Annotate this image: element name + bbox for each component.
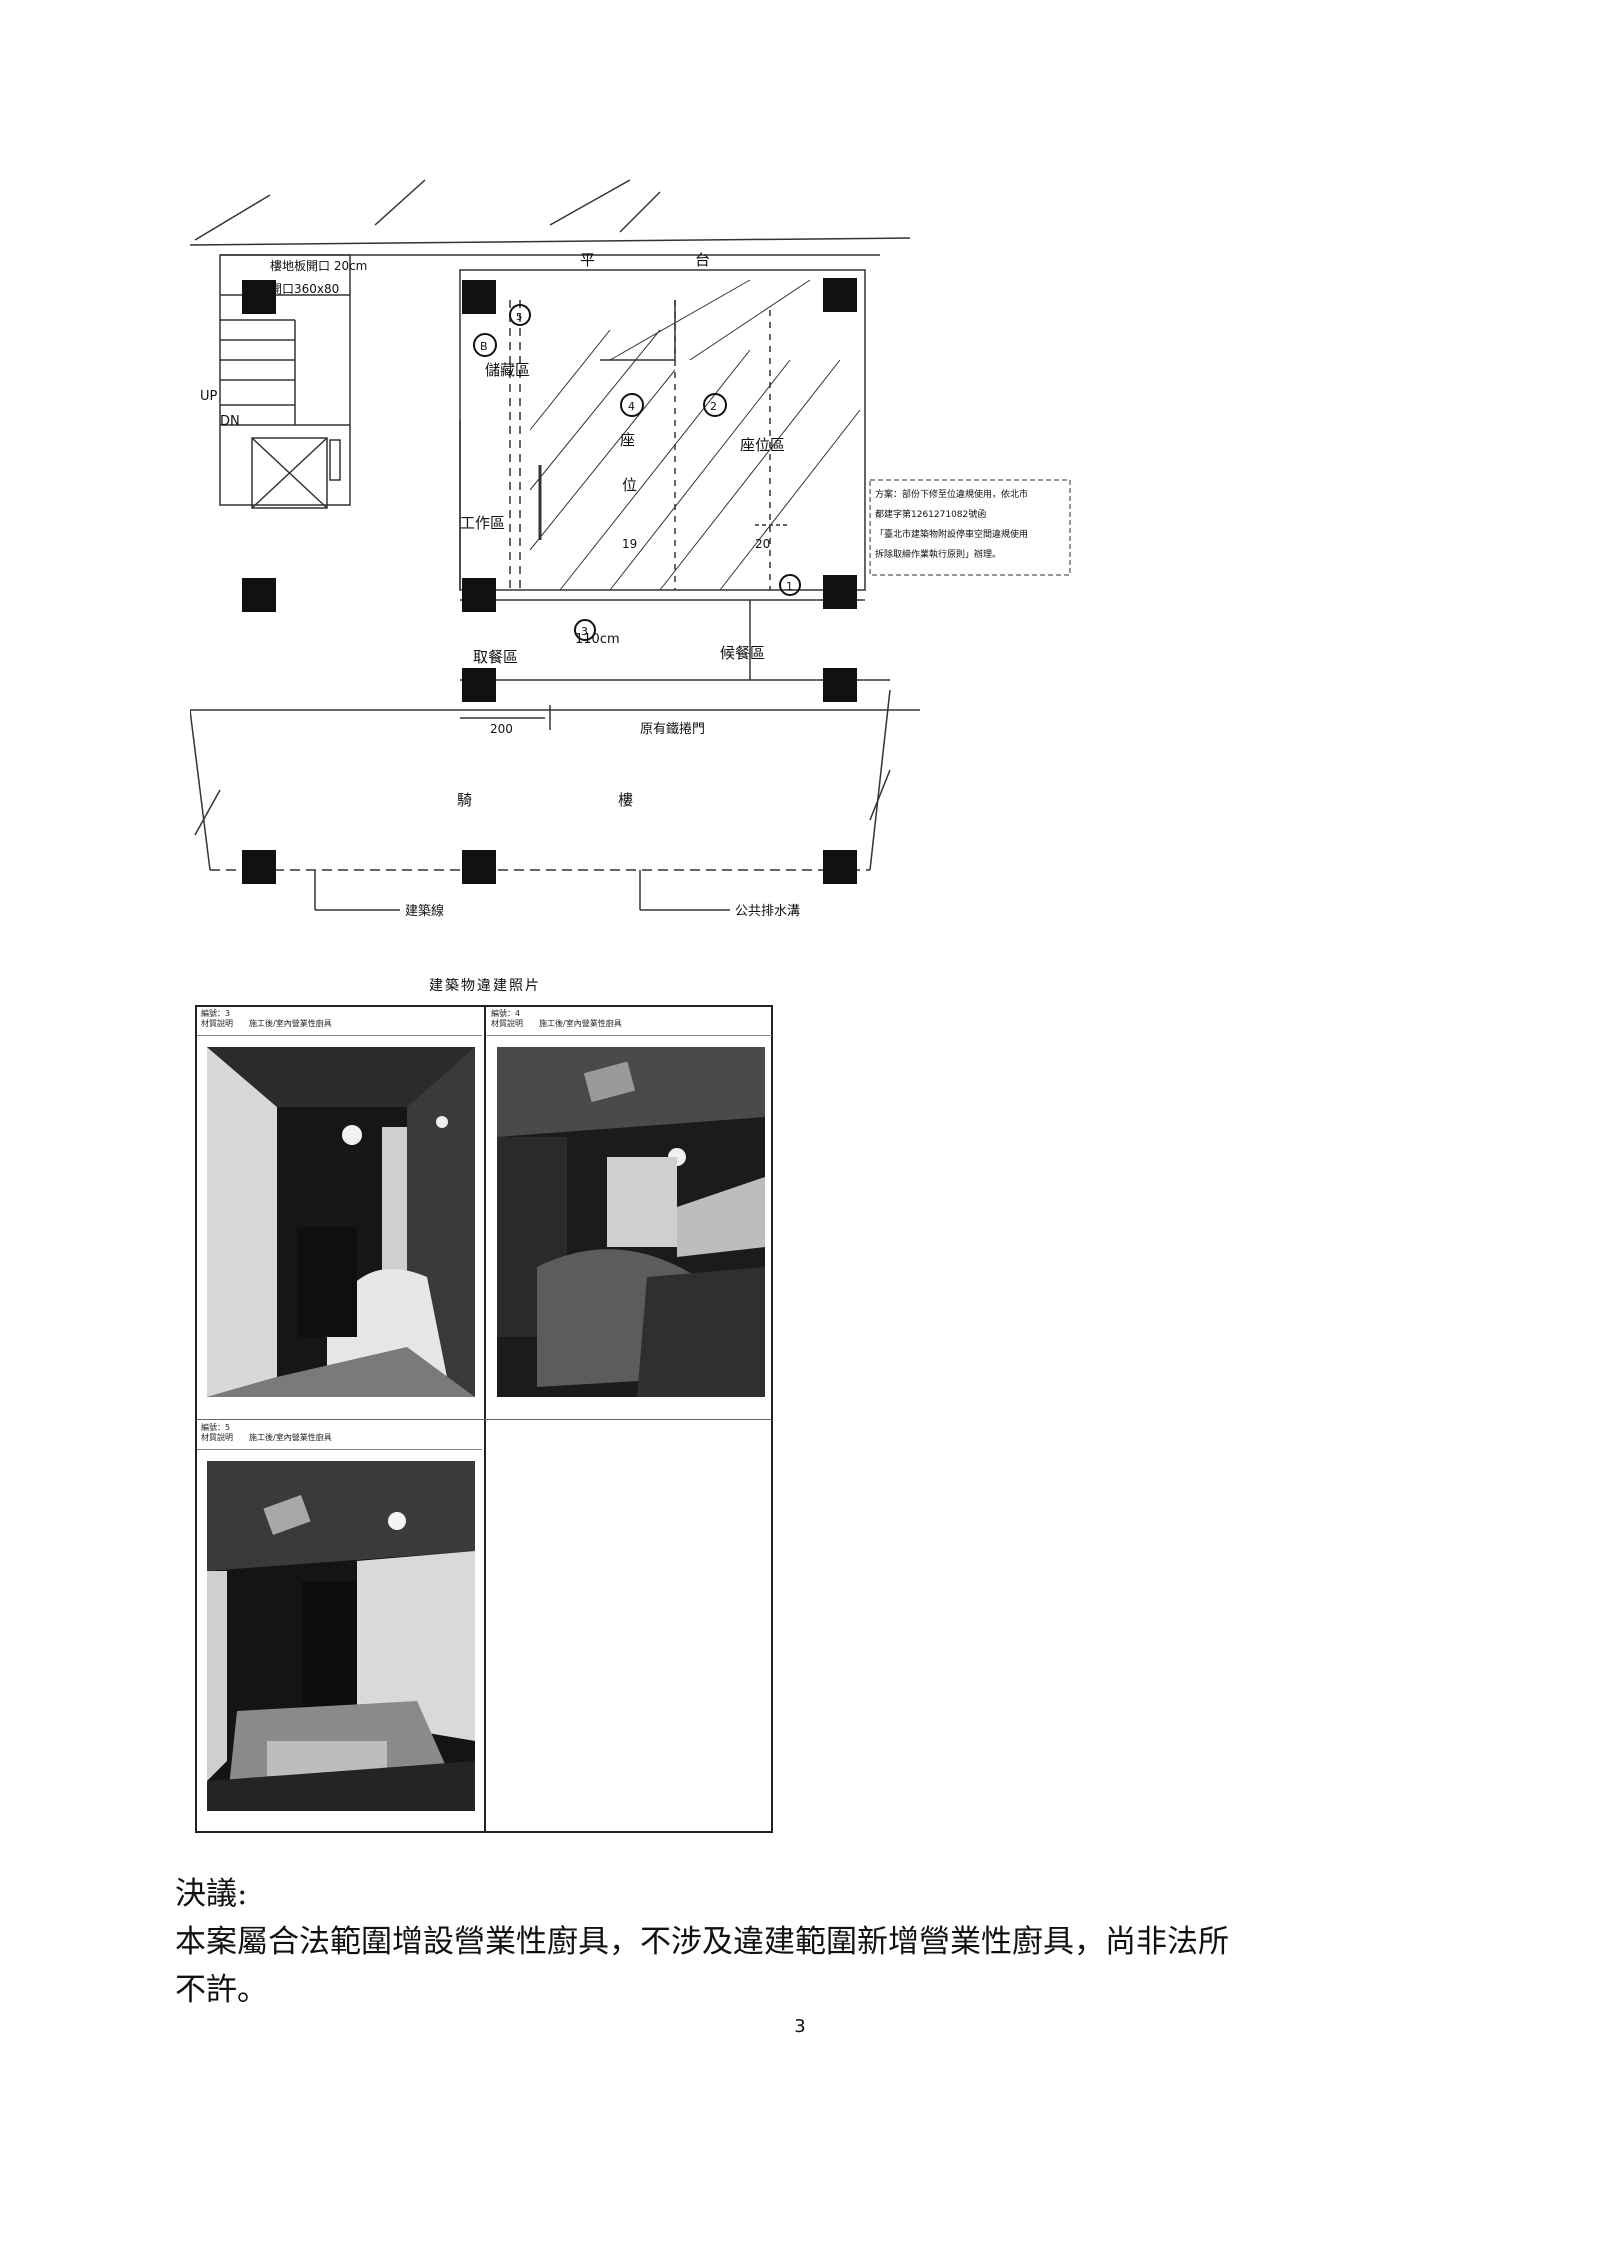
column — [242, 578, 276, 612]
floor-plan-drawing: 平 台 樓地板開口 20cm 開口360x80 UP DN B 5 4 2 3 … — [189, 179, 1071, 919]
label-storage: 儲藏區 — [485, 361, 530, 379]
interior-photo — [497, 1047, 765, 1397]
photo-number: 編號：5 — [201, 1423, 231, 1432]
photo-caption: 編號：5 材質說明 施工後/室內營業性廚具 — [201, 1423, 479, 1443]
label-width: 110cm — [575, 632, 620, 647]
column — [462, 578, 496, 612]
label-marker-b: B — [480, 340, 488, 353]
label-platform-left: 平 — [580, 251, 595, 269]
label-opening-dims: 開口360x80 — [270, 282, 339, 296]
marker-b — [473, 333, 497, 357]
label-platform-right: 台 — [695, 251, 710, 269]
markers — [473, 304, 801, 641]
label-num-20: 20 — [755, 537, 770, 551]
label-marker-5: 5 — [516, 312, 522, 323]
photo-cell: 編號：5 材質說明 施工後/室內營業性廚具 — [197, 1421, 482, 1831]
photo-caption: 編號：3 材質說明 施工後/室內營業性廚具 — [201, 1009, 479, 1029]
photo-desc-label: 材質說明 — [201, 1019, 233, 1028]
note-line-3: 「臺北市建築物附設停車空間違規使用 — [875, 528, 1028, 540]
column — [242, 850, 276, 884]
interior-photo — [207, 1461, 475, 1811]
structural-columns — [242, 278, 857, 884]
floor-plan: 平 台 樓地板開口 20cm 開口360x80 UP DN B 5 4 2 3 … — [189, 170, 1090, 960]
column — [462, 280, 496, 314]
marker-4 — [620, 393, 644, 417]
photo-sheet-title: 建築物違建照片 — [429, 978, 541, 994]
label-dining: 候餐區 — [720, 644, 765, 662]
label-marker-3: 3 — [581, 625, 588, 638]
label-seating-1: 座 — [620, 431, 635, 449]
break-line — [869, 769, 891, 821]
photo-number: 編號：3 — [201, 1009, 231, 1018]
photo-desc: 施工後/室內營業性廚具 — [249, 1433, 332, 1442]
label-pickup: 取餐區 — [473, 648, 518, 666]
photo-desc-label: 材質說明 — [201, 1433, 233, 1442]
label-seating-2: 位 — [622, 476, 637, 494]
label-opening-size: 樓地板開口 20cm — [270, 258, 367, 273]
column — [462, 668, 496, 702]
elevator-shaft — [251, 437, 328, 509]
photo-grid: 編號：3 材質說明施工後/室內營業性廚具 — [195, 1005, 773, 1833]
photo-cell: 編號：4 材質說明 施工後/室內營業性廚具 — [487, 1007, 772, 1417]
decision-section: 決議: 本案屬合法範圍增設營業性廚具，不涉及違建範圍新增營業性廚具，尚非法所 不… — [175, 1870, 1425, 2014]
note-text: 方案：部份下修至位違規使用，依北市 都建字第1261271082號函 「臺北市建… — [875, 488, 1028, 560]
break-line — [194, 789, 221, 836]
decision-line: 本案屬合法範圍增設營業性廚具，不涉及違建範圍新增營業性廚具，尚非法所 — [175, 1924, 1229, 1960]
photo-caption: 編號：4 材質說明 施工後/室內營業性廚具 — [491, 1009, 769, 1029]
label-building-line: 建築線 — [405, 903, 444, 919]
break-line — [549, 179, 631, 226]
label-marker-1: 1 — [786, 580, 793, 593]
photo-desc-label: 材質說明 — [491, 1019, 523, 1028]
note-line-4: 拆除取締作業執行原則」辦理。 — [875, 548, 1001, 560]
note-line-2: 都建字第1261271082號函 — [875, 508, 986, 520]
page-number: 3 — [794, 2016, 806, 2037]
column — [823, 668, 857, 702]
label-seating-area: 座位區 — [740, 436, 785, 454]
photo-number: 編號：4 — [491, 1009, 521, 1018]
marker-5 — [509, 304, 531, 326]
column — [242, 280, 276, 314]
decision-line: 不許。 — [175, 1972, 268, 2008]
label-marker-4: 4 — [628, 400, 635, 413]
divider — [197, 1419, 771, 1420]
note-line-1: 方案：部份下修至位違規使用，依北市 — [875, 488, 1028, 500]
label-door: 原有鐵捲門 — [640, 721, 705, 737]
column — [823, 575, 857, 609]
column — [462, 850, 496, 884]
photo-cell: 編號：3 材質說明 施工後/室內營業性廚具 — [197, 1007, 482, 1417]
interior-photo — [207, 1047, 475, 1397]
break-line — [619, 191, 661, 233]
break-line — [194, 194, 271, 241]
marker-3 — [574, 619, 596, 641]
break-line — [374, 179, 426, 226]
decision-heading: 決議: — [175, 1876, 248, 1912]
label-arcade-left: 騎 — [457, 791, 472, 809]
marker-1 — [779, 574, 801, 596]
photo-desc: 施工後/室內營業性廚具 — [539, 1019, 622, 1028]
label-num-19: 19 — [622, 537, 637, 551]
label-drain: 公共排水溝 — [735, 904, 800, 919]
note-box — [869, 479, 1071, 576]
label-work: 工作區 — [460, 514, 505, 532]
label-marker-2: 2 — [710, 400, 717, 413]
column — [823, 278, 857, 312]
photo-sheet: 建築物違建照片 編號：3 材質說明施工後/室內營業性廚具 — [195, 975, 775, 1835]
photo-desc: 施工後/室內營業性廚具 — [249, 1019, 332, 1028]
label-arcade-right: 樓 — [618, 791, 633, 809]
top-edge — [189, 237, 911, 246]
marker-2 — [703, 393, 727, 417]
column — [823, 850, 857, 884]
label-dim-200: 200 — [490, 722, 513, 736]
label-dn: DN — [220, 414, 240, 429]
label-up: UP — [200, 389, 218, 404]
